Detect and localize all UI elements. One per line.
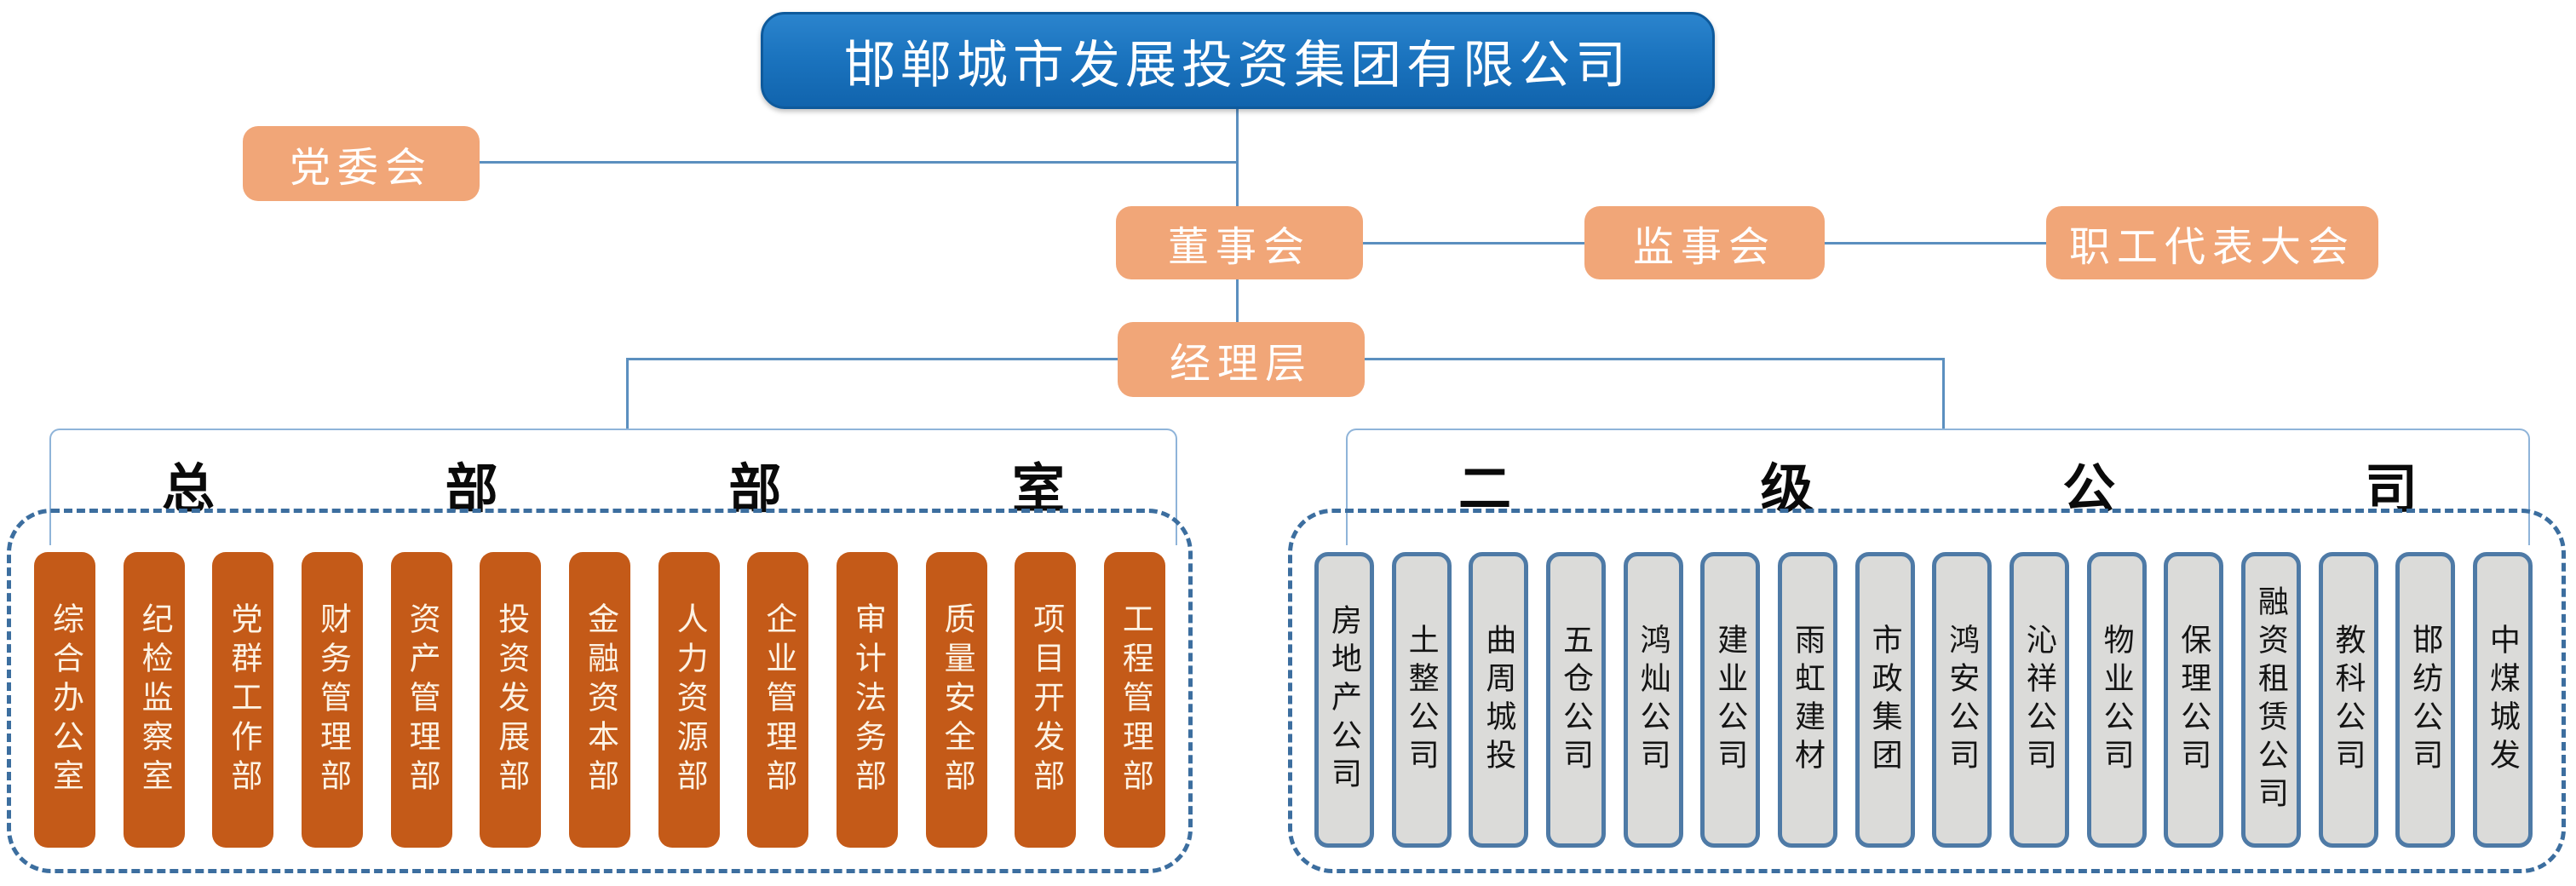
subsidiary-label: 融资租赁公司 (2253, 584, 2288, 815)
hq-group-container (7, 509, 1193, 873)
subsidiary-label: 土整公司 (1404, 623, 1439, 777)
board-of-directors-node: 董事会 (1116, 206, 1363, 279)
subsidiary-label: 房地产公司 (1327, 604, 1361, 796)
department-node: 质量安全部 (925, 552, 987, 848)
root-company-node: 邯郸城市发展投资集团有限公司 (761, 12, 1715, 109)
subsidiary-label: 教科公司 (2331, 623, 2366, 777)
subsidiary-node: 土整公司 (1391, 552, 1452, 848)
department-label: 工程管理部 (1117, 601, 1153, 798)
department-node: 审计法务部 (836, 552, 898, 848)
party-committee-label: 党委会 (289, 146, 433, 191)
connector-root-board-vertical (1236, 109, 1239, 210)
hq-group-header: 总 部 部 室 (49, 429, 1177, 545)
department-label: 资产管理部 (404, 601, 440, 798)
department-node: 党群工作部 (212, 552, 274, 848)
department-label: 企业管理部 (760, 601, 796, 798)
subsidiary-node: 房地产公司 (1314, 552, 1374, 848)
subsidiary-node: 鸿安公司 (1932, 552, 1992, 848)
supervisory-board-node: 监事会 (1584, 206, 1825, 279)
subsidiaries-group-header: 二 级 公 司 (1346, 429, 2530, 545)
root-company-label: 邯郸城市发展投资集团有限公司 (844, 37, 1631, 94)
subsidiary-label: 鸿安公司 (1945, 623, 1980, 777)
connector-supervisory-workers-congress (1823, 242, 2048, 245)
department-node: 人力资源部 (658, 552, 720, 848)
connector-subsidiaries-drop-vertical (1942, 358, 1945, 431)
connector-party-committee-horizontal (480, 161, 1239, 164)
subsidiary-node: 市政集团 (1854, 552, 1915, 848)
party-committee-node: 党委会 (243, 126, 480, 201)
subsidiary-node: 物业公司 (2086, 552, 2147, 848)
hq-departments-row: 综合办公室 纪检监察室 党群工作部 财务管理部 资产管理部 投资发展部 金融资本… (34, 552, 1165, 848)
subsidiary-label: 市政集团 (1867, 623, 1902, 777)
department-label: 质量安全部 (939, 601, 975, 798)
board-of-directors-label: 董事会 (1167, 225, 1311, 270)
department-label: 人力资源部 (671, 601, 707, 798)
subsidiary-label: 中煤城发 (2485, 623, 2520, 777)
department-node: 金融资本部 (568, 552, 630, 848)
department-label: 项目开发部 (1027, 601, 1063, 798)
subsidiary-node: 教科公司 (2318, 552, 2378, 848)
workers-congress-node: 职工代表大会 (2046, 206, 2378, 279)
subsidiary-node: 保理公司 (2164, 552, 2224, 848)
department-node: 项目开发部 (1015, 552, 1077, 848)
department-label: 党群工作部 (225, 601, 261, 798)
department-node: 资产管理部 (390, 552, 452, 848)
department-label: 金融资本部 (582, 601, 618, 798)
connector-management-left-branch (626, 358, 1119, 360)
workers-congress-label: 职工代表大会 (2068, 225, 2355, 270)
subsidiaries-row: 房地产公司 土整公司 曲周城投 五仓公司 鸿灿公司 建业公司 雨虹建材 市政集团… (1314, 552, 2533, 848)
subsidiary-label: 雨虹建材 (1790, 623, 1825, 777)
department-node: 综合办公室 (34, 552, 95, 848)
department-node: 纪检监察室 (123, 552, 185, 848)
connector-management-right-branch (1363, 358, 1944, 360)
subsidiary-label: 五仓公司 (1558, 623, 1593, 777)
department-label: 财务管理部 (314, 601, 350, 798)
department-label: 纪检监察室 (136, 601, 172, 798)
subsidiary-label: 物业公司 (2099, 623, 2134, 777)
management-team-label: 经理层 (1169, 342, 1313, 387)
department-label: 投资发展部 (492, 601, 528, 798)
subsidiary-node: 雨虹建材 (1777, 552, 1837, 848)
connector-hq-drop-vertical (626, 358, 629, 431)
subsidiary-node: 邯纺公司 (2395, 552, 2456, 848)
subsidiary-node: 中煤城发 (2472, 552, 2533, 848)
subsidiary-node: 曲周城投 (1469, 552, 1529, 848)
supervisory-board-label: 监事会 (1632, 225, 1776, 270)
connector-board-supervisory (1361, 242, 1586, 245)
connector-board-management-vertical (1236, 278, 1239, 324)
subsidiary-label: 邯纺公司 (2408, 623, 2443, 777)
subsidiary-label: 曲周城投 (1481, 623, 1516, 777)
department-label: 综合办公室 (47, 601, 83, 798)
department-node: 企业管理部 (747, 552, 809, 848)
subsidiary-label: 保理公司 (2176, 623, 2211, 777)
subsidiary-label: 建业公司 (1713, 623, 1748, 777)
subsidiaries-group-container (1288, 509, 2566, 873)
subsidiary-node: 建业公司 (1700, 552, 1761, 848)
subsidiary-node: 五仓公司 (1545, 552, 1606, 848)
department-node: 工程管理部 (1103, 552, 1165, 848)
subsidiary-node: 沁祥公司 (2009, 552, 2069, 848)
subsidiary-node: 鸿灿公司 (1623, 552, 1683, 848)
department-node: 财务管理部 (301, 552, 363, 848)
subsidiary-label: 鸿灿公司 (1636, 623, 1670, 777)
subsidiary-node: 融资租赁公司 (2240, 552, 2301, 848)
subsidiary-label: 沁祥公司 (2021, 623, 2056, 777)
department-label: 审计法务部 (849, 601, 885, 798)
management-team-node: 经理层 (1118, 322, 1365, 397)
department-node: 投资发展部 (480, 552, 542, 848)
